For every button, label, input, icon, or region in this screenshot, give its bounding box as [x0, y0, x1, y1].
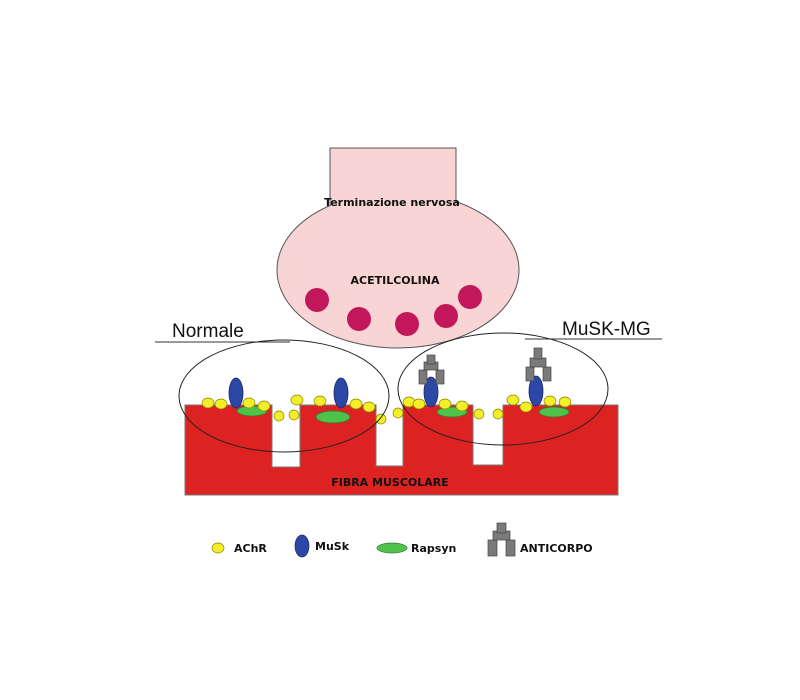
achr — [242, 397, 256, 409]
vesicle — [458, 285, 482, 309]
legend-rapsyn-icon — [376, 542, 408, 554]
muscle-fiber-body — [184, 404, 619, 496]
vesicle — [347, 307, 371, 331]
achr — [273, 410, 285, 422]
achr — [412, 398, 426, 410]
achr — [543, 395, 557, 407]
achr — [349, 398, 363, 410]
rapsyn — [315, 410, 351, 424]
musk-mg-region-outline — [397, 332, 609, 446]
antibody — [525, 347, 552, 382]
legend-achr-label: AChR — [234, 542, 267, 555]
achr — [290, 394, 304, 406]
muscle-fiber-label: FIBRA MUSCOLARE — [331, 476, 449, 489]
vesicle-group — [305, 285, 482, 336]
legend-rapsyn-label: Rapsyn — [411, 542, 456, 555]
nerve-terminal-label: Terminazione nervosa — [324, 196, 460, 209]
achr — [506, 394, 520, 406]
vesicle — [305, 288, 329, 312]
vesicle — [434, 304, 458, 328]
achr — [375, 413, 387, 425]
musk-group — [228, 375, 544, 409]
muscle-fiber: FIBRA MUSCOLARE — [184, 404, 619, 496]
rapsyn-group — [236, 405, 570, 424]
achr — [455, 400, 469, 412]
musk — [228, 377, 244, 409]
antibody — [418, 354, 445, 385]
achr — [392, 407, 404, 419]
musk — [528, 375, 544, 407]
legend-antibody-icon — [487, 522, 516, 557]
legend-achr-icon — [211, 542, 225, 554]
musk-mg-label: MuSK-MG — [562, 319, 651, 340]
achr — [214, 398, 228, 410]
legend-musk-icon — [294, 534, 310, 558]
achr — [201, 397, 215, 409]
normal-region-outline — [178, 339, 390, 453]
legend-antibody-label: ANTICORPO — [520, 542, 593, 555]
musk — [423, 376, 439, 408]
normal-label: Normale — [172, 321, 244, 342]
legend: AChR MuSk Rapsyn ANTICORPO — [211, 522, 593, 558]
achr-group — [201, 394, 572, 425]
legend-musk-label: MuSk — [315, 540, 350, 553]
nerve-terminal: Terminazione nervosa ACETILCOLINA — [276, 147, 520, 349]
achr — [257, 400, 271, 412]
achr — [492, 408, 504, 420]
acetylcholine-label: ACETILCOLINA — [351, 274, 440, 287]
achr — [362, 401, 376, 413]
vesicle — [395, 312, 419, 336]
achr — [438, 398, 452, 410]
achr — [519, 401, 533, 413]
achr — [313, 395, 327, 407]
musk — [333, 377, 349, 409]
rapsyn — [538, 406, 570, 418]
achr — [473, 408, 485, 420]
achr — [288, 409, 300, 421]
achr — [558, 396, 572, 408]
